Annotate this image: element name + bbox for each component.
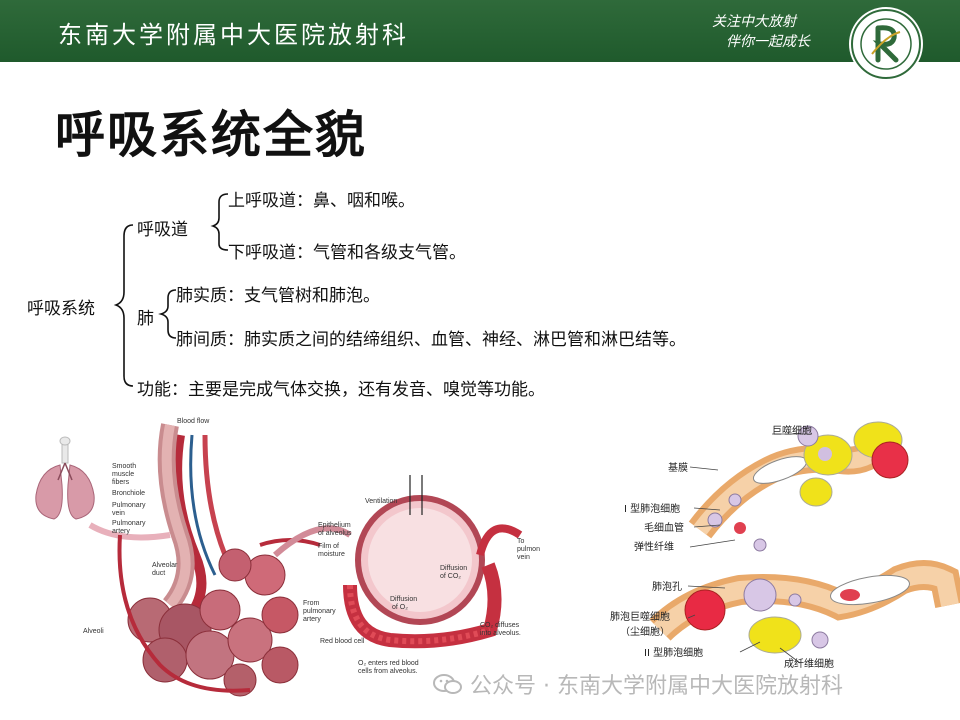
- label-from-artery-3: artery: [303, 616, 321, 623]
- wechat-icon: [433, 674, 462, 694]
- label-fibroblast: 成纤维细胞: [784, 657, 834, 670]
- label-capillary: 毛细血管: [644, 521, 684, 534]
- label-co2-diffuses-2: into alveolus.: [480, 630, 521, 637]
- lungs-icon: [35, 436, 95, 520]
- label-pulmonary-vein-1: Pulmonary: [112, 502, 146, 509]
- tree-parenchyma: 肺实质：支气管树和肺泡。: [176, 286, 380, 306]
- tree-lower-tract: 下呼吸道：气管和各级支气管。: [228, 243, 466, 263]
- tree-lung: 肺: [137, 309, 154, 329]
- tree-respiratory-tract: 呼吸道: [137, 220, 188, 240]
- tree-interstitium: 肺间质：肺实质之间的结缔组织、血管、神经、淋巴管和淋巴结等。: [176, 330, 686, 350]
- label-type2-cell: II 型肺泡细胞: [644, 646, 703, 659]
- label-pulmonary-artery-2: artery: [112, 528, 130, 535]
- slogan-line-1: 关注中大放射: [712, 14, 796, 30]
- label-elastic-fiber: 弹性纤维: [634, 540, 674, 553]
- label-diffusion-o2-2: of O₂: [392, 604, 408, 611]
- label-alveolar-macrophage: 肺泡巨噬细胞: [610, 610, 670, 623]
- label-to-vein-2: pulmonary: [517, 546, 540, 553]
- label-red-blood-cell: Red blood cell: [320, 638, 365, 645]
- magnified-alveolus: [343, 475, 523, 649]
- label-film-1: Film of: [318, 543, 339, 550]
- label-smooth-muscle-3: fibers: [112, 479, 130, 486]
- alveolus-gas-exchange-illustration: Blood flow Smooth muscle fibers Bronchio…: [35, 418, 540, 697]
- label-bronchiole: Bronchiole: [112, 490, 145, 497]
- slogan-line-2: 伴你一起成长: [726, 34, 810, 50]
- watermark-text: 公众号 · 东南大学附属中大医院放射科: [470, 674, 843, 699]
- label-type1-cell: I 型肺泡细胞: [624, 502, 680, 515]
- label-macrophage: 巨噬细胞: [772, 424, 812, 437]
- tree-root: 呼吸系统: [27, 299, 95, 319]
- label-basement-membrane: 基膜: [668, 461, 688, 474]
- label-film-2: moisture: [318, 551, 345, 558]
- alveolar-clusters: [127, 548, 299, 697]
- label-co2-diffuses-1: CO₂ diffuses: [480, 622, 520, 629]
- tree-upper-tract: 上呼吸道：鼻、咽和喉。: [228, 191, 415, 211]
- label-smooth-muscle-1: Smooth: [112, 463, 136, 470]
- tree-function: 功能：主要是完成气体交换，还有发音、嗅觉等功能。: [137, 380, 545, 400]
- label-diffusion-co2-1: Diffusion: [440, 565, 467, 572]
- header-title: 东南大学附属中大医院放射科: [58, 21, 409, 49]
- label-blood-flow: Blood flow: [177, 418, 210, 425]
- label-alveolar-duct-1: Alveolar: [152, 562, 178, 569]
- label-o2-enters-1: O₂ enters red blood: [358, 660, 419, 667]
- label-to-vein-1: To: [517, 538, 525, 545]
- label-ventilation: Ventilation: [365, 498, 397, 505]
- classification-tree: 呼吸系统 呼吸道 上呼吸道：鼻、咽和喉。 下呼吸道：气管和各级支气管。 肺 肺实…: [0, 180, 960, 420]
- hospital-logo-icon: [849, 7, 923, 81]
- label-dust-cell: （尘细胞）: [620, 625, 670, 638]
- page-title: 呼吸系统全貌: [55, 106, 367, 164]
- tree-braces: [113, 193, 229, 387]
- label-alveoli: Alveoli: [83, 628, 104, 635]
- label-pulmonary-artery-1: Pulmonary: [112, 520, 146, 527]
- slogan: 关注中大放射 伴你一起成长: [712, 12, 810, 52]
- label-diffusion-o2-1: Diffusion: [390, 596, 417, 603]
- label-smooth-muscle-2: muscle: [112, 471, 134, 478]
- label-epithelium-2: of alveolus: [318, 530, 352, 537]
- label-from-artery-1: From: [303, 600, 320, 607]
- alveolar-wall-histology: 巨噬细胞 基膜 I 型肺泡细胞 毛细血管 弹性纤维 肺泡孔 肺泡巨噬细胞 （尘细…: [610, 421, 960, 670]
- label-alveolar-pore: 肺泡孔: [652, 580, 682, 593]
- label-diffusion-co2-2: of CO₂: [440, 573, 461, 580]
- label-pulmonary-vein-2: vein: [112, 510, 125, 517]
- label-o2-enters-2: cells from alveolus.: [358, 668, 418, 675]
- label-to-vein-3: vein: [517, 554, 530, 561]
- label-from-artery-2: pulmonary: [303, 608, 336, 615]
- label-epithelium-1: Epithelium: [318, 522, 351, 529]
- watermark: 公众号 · 东南大学附属中大医院放射科: [432, 668, 843, 700]
- header-bar: 东南大学附属中大医院放射科 关注中大放射 伴你一起成长: [0, 0, 960, 62]
- label-alveolar-duct-2: duct: [152, 570, 165, 577]
